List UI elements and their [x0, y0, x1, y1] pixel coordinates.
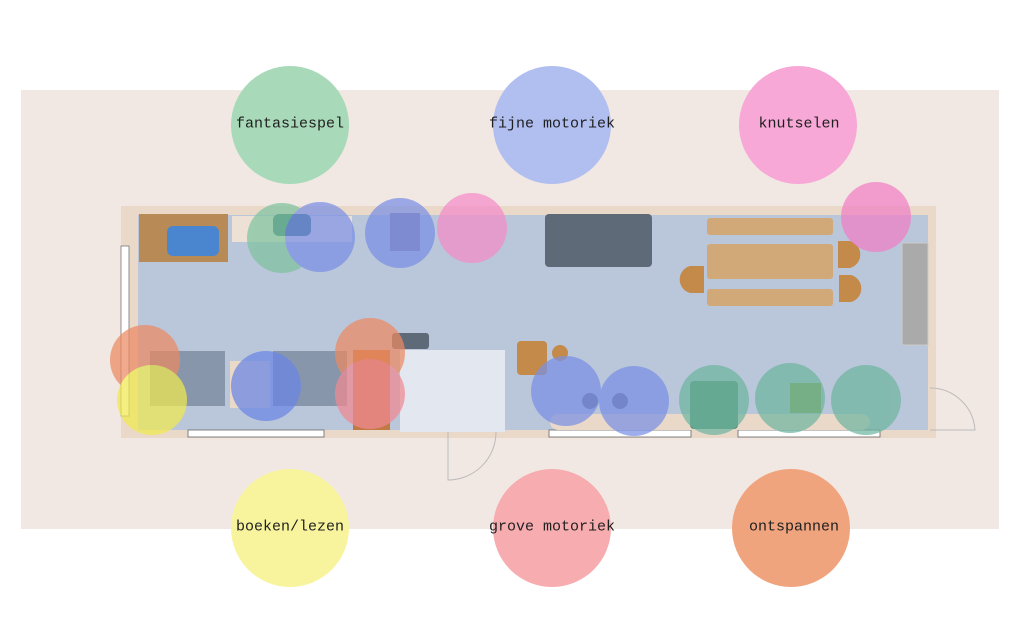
bench-bottom — [707, 289, 833, 306]
legend-circle-boeken-lezen — [231, 469, 349, 587]
stool-right-2 — [839, 275, 862, 302]
legend-label-fijne-motoriek: fijne motoriek — [488, 115, 616, 133]
zone-fijne-motoriek — [285, 202, 355, 272]
zone-fijne-motoriek — [365, 198, 435, 268]
counter-right — [901, 242, 929, 346]
zone-fijne-motoriek — [531, 356, 601, 426]
sofa — [545, 214, 652, 267]
legend-label-knutselen: knutselen — [758, 115, 840, 133]
legend-circle-fantasiespel — [231, 66, 349, 184]
door-swing-right — [929, 387, 976, 431]
door-swing-main — [447, 431, 497, 481]
zone-fijne-motoriek — [231, 351, 301, 421]
zone-knutselen — [841, 182, 911, 252]
zone-fantasiespel — [831, 365, 901, 435]
zone-fijne-motoriek — [599, 366, 669, 436]
zone-knutselen — [437, 193, 507, 263]
legend-label-fantasiespel: fantasiespel — [235, 115, 345, 133]
activity-zones — [110, 182, 911, 436]
legend-circle-ontspannen — [732, 469, 850, 587]
zone-grove-motoriek — [335, 359, 405, 429]
legend-circle-knutselen — [739, 66, 857, 184]
legend-circle-fijne-motoriek — [493, 66, 611, 184]
legend-label-ontspannen: ontspannen — [748, 518, 840, 536]
bench-top — [707, 218, 833, 235]
zone-fantasiespel — [755, 363, 825, 433]
legend-label-boeken-lezen: boeken/lezen — [235, 518, 345, 536]
zone-boeken-lezen — [117, 365, 187, 435]
small-table — [517, 341, 547, 375]
table — [707, 244, 833, 279]
window-bottom-1 — [187, 429, 325, 438]
legend-circle-grove-motoriek — [493, 469, 611, 587]
stool-left — [679, 266, 704, 293]
legend-label-grove-motoriek: grove motoriek — [488, 518, 616, 536]
blue-mat — [167, 226, 219, 256]
zone-fantasiespel — [679, 365, 749, 435]
entrance-area — [400, 350, 505, 432]
stool-right-1 — [838, 241, 861, 268]
